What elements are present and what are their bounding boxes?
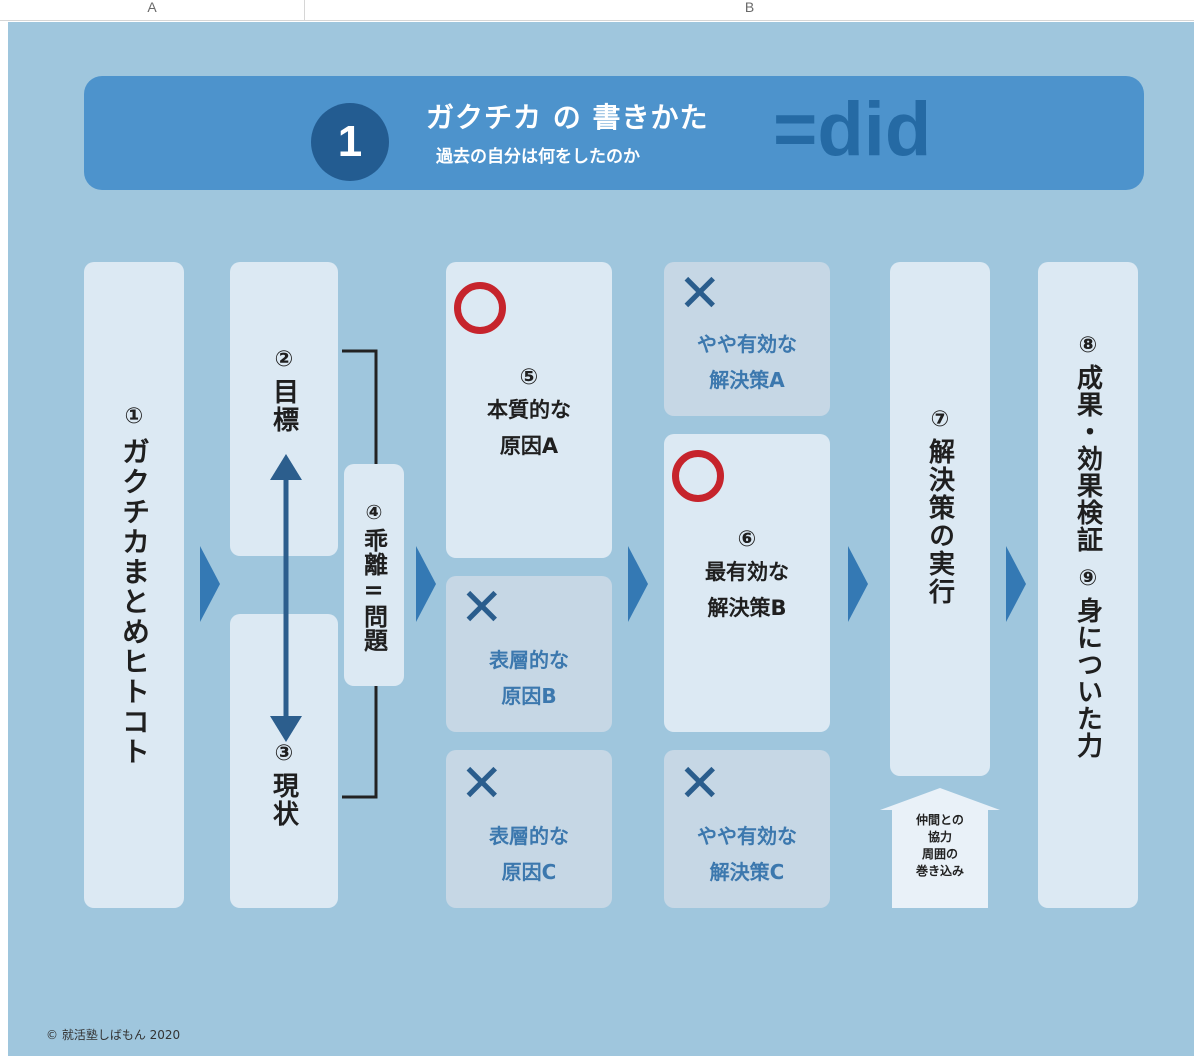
sheet-column-header-b[interactable]: B bbox=[305, 0, 1194, 21]
step-6-number: ⑥ bbox=[737, 527, 757, 552]
step-4-number: ④ bbox=[365, 500, 383, 524]
chevron-right-icon bbox=[1006, 546, 1026, 622]
step-3-number: ③ bbox=[274, 741, 294, 766]
up-arrow-icon bbox=[880, 788, 1000, 810]
support-line1: 仲間との bbox=[916, 813, 964, 827]
chevron-right-icon bbox=[200, 546, 220, 622]
step-7-label: 解決策の実行 bbox=[924, 438, 955, 606]
title-banner bbox=[84, 76, 1144, 190]
step-7-panel: ⑦ 解決策の実行 bbox=[890, 262, 990, 776]
step-3-label: 現状 bbox=[268, 772, 299, 828]
step-6-panel: ⑥ 最有効な 解決策B bbox=[664, 434, 830, 732]
step-6-line1: 最有効な bbox=[705, 560, 789, 584]
banner-title: ガクチカ の 書きかた bbox=[426, 101, 709, 134]
cross-mark-icon: ✕ bbox=[460, 754, 504, 814]
support-line2: 協力 bbox=[927, 830, 952, 844]
cross-mark-icon: ✕ bbox=[678, 264, 722, 324]
cause-c-line2: 原因C bbox=[501, 860, 557, 884]
step-9-label: 身についた力 bbox=[1072, 597, 1103, 759]
step-2-number: ② bbox=[274, 347, 294, 372]
step-2-panel: ② 目標 bbox=[230, 262, 338, 556]
chevron-right-icon bbox=[848, 546, 868, 622]
cause-b-panel: ✕ 表層的な 原因B bbox=[446, 576, 612, 732]
cross-mark-icon: ✕ bbox=[678, 754, 722, 814]
chevron-right-icon bbox=[416, 546, 436, 622]
step-5-panel: ⑤ 本質的な 原因A bbox=[446, 262, 612, 558]
cause-c-panel: ✕ 表層的な 原因C bbox=[446, 750, 612, 908]
solution-c-line1: やや有効な bbox=[697, 824, 797, 848]
step-4-label: 乖離=問題 bbox=[359, 528, 388, 652]
support-arrow: 仲間との 協力 周囲の 巻き込み bbox=[880, 788, 1000, 908]
step-4-panel: ④ 乖離=問題 bbox=[344, 464, 404, 686]
solution-a-line2: 解決策A bbox=[709, 368, 785, 392]
cause-b-line1: 表層的な bbox=[489, 648, 569, 672]
step-8-number: ⑧ bbox=[1078, 333, 1098, 358]
cross-mark-icon: ✕ bbox=[460, 578, 504, 638]
step-6-line2: 解決策B bbox=[707, 596, 787, 620]
step-5-line1: 本質的な bbox=[487, 398, 571, 422]
double-arrow-icon bbox=[270, 454, 302, 742]
step-5-number: ⑤ bbox=[519, 365, 539, 390]
cause-c-line1: 表層的な bbox=[489, 824, 569, 848]
support-box: 仲間との 協力 周囲の 巻き込み bbox=[892, 810, 988, 908]
solution-a-line1: やや有効な bbox=[697, 332, 797, 356]
step-1-label: ガクチカまとめヒトコト bbox=[118, 437, 151, 767]
section-number-badge: 1 bbox=[311, 103, 389, 181]
step-5-line2: 原因A bbox=[499, 434, 559, 458]
step-8-label: 成果・効果検証 bbox=[1072, 364, 1103, 553]
banner-subtitle: 過去の自分は何をしたのか bbox=[436, 147, 640, 167]
did-label: =did bbox=[773, 87, 932, 172]
diagram-canvas: 1 ガクチカ の 書きかた 過去の自分は何をしたのか =did ① ガクチカまと… bbox=[8, 22, 1194, 1056]
circle-mark-icon bbox=[672, 450, 724, 502]
sheet-column-header-a[interactable]: A bbox=[0, 0, 305, 21]
copyright-text: © 就活塾しばもん 2020 bbox=[46, 1028, 181, 1042]
step-7-number: ⑦ bbox=[930, 407, 950, 432]
step-8-9-panel: ⑧ 成果・効果検証 ⑨ 身についた力 bbox=[1038, 262, 1138, 908]
step-1-panel: ① ガクチカまとめヒトコト bbox=[84, 262, 184, 908]
support-line4: 巻き込み bbox=[915, 864, 964, 878]
step-2-label: 目標 bbox=[268, 378, 299, 434]
step-9-number: ⑨ bbox=[1078, 566, 1098, 591]
solution-c-panel: ✕ やや有効な 解決策C bbox=[664, 750, 830, 908]
solution-c-line2: 解決策C bbox=[709, 860, 785, 884]
support-line3: 周囲の bbox=[921, 847, 958, 861]
circle-mark-icon bbox=[454, 282, 506, 334]
chevron-right-icon bbox=[628, 546, 648, 622]
step-1-number: ① bbox=[124, 404, 144, 429]
cause-b-line2: 原因B bbox=[501, 684, 557, 708]
solution-a-panel: ✕ やや有効な 解決策A bbox=[664, 262, 830, 416]
